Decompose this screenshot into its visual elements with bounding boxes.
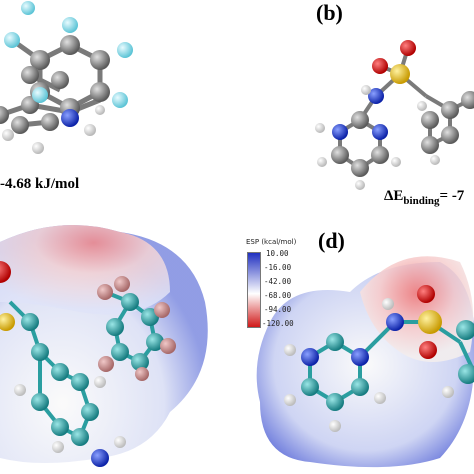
molecule-b-render [315, 40, 474, 190]
panel-d-esp-surface [250, 222, 474, 474]
colorbar-tick: -120.00 [262, 319, 294, 328]
panel-c-esp-surface [0, 222, 220, 474]
colorbar-gradient [247, 252, 261, 328]
panel-d-label: (d) [318, 228, 345, 253]
panel-a-molecule [0, 0, 180, 170]
energy-b-value: ΔEbinding= -7 [384, 188, 465, 207]
colorbar-tick: 10.00 [266, 249, 289, 258]
panel-b-label: (b) [316, 0, 343, 25]
colorbar-tick: -16.00 [264, 263, 292, 272]
panel-b-molecule [300, 20, 474, 190]
molecule-a-render [0, 1, 133, 154]
energy-a-value: -4.68 kJ/mol [0, 176, 80, 192]
esp-surface-d-render [256, 256, 474, 468]
colorbar-tick: -42.00 [264, 277, 292, 286]
esp-surface-c-render [0, 224, 208, 467]
colorbar-tick: -94.00 [264, 305, 292, 314]
colorbar-title: ESP (kcal/mol) [246, 238, 297, 246]
colorbar-tick: -68.00 [264, 291, 292, 300]
